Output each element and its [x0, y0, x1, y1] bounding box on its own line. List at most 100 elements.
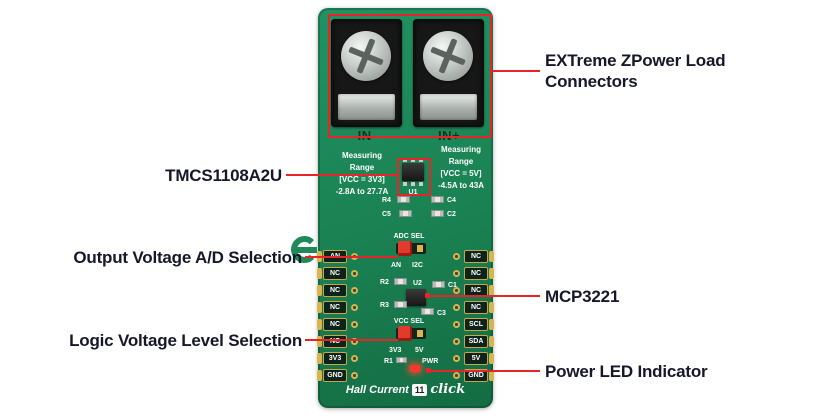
pin-row-nc: NC	[317, 318, 493, 331]
highlight-box-u1	[397, 158, 431, 196]
via-pad	[453, 287, 460, 294]
pin-label-nc: NC	[464, 267, 488, 280]
via-pad	[351, 287, 358, 294]
screw-terminal-icon	[423, 31, 473, 81]
power-led	[410, 365, 420, 372]
measuring-range-5v-line1: Measuring	[440, 145, 481, 154]
callout-load-connectors-line2: Connectors	[545, 72, 638, 91]
callout-line-mcp3221	[429, 295, 540, 297]
callout-line-power-led	[430, 370, 540, 372]
measuring-range-5v-line4: -4.5A to 43A	[438, 181, 484, 190]
pcb-board: IN- IN+ Measuring Range [VCC = 3V3] -2.8…	[317, 8, 494, 408]
via-pad	[453, 304, 460, 311]
pin-row-3v3: 3V3	[317, 352, 493, 365]
pin-pad	[317, 336, 322, 347]
pin-pad	[317, 268, 322, 279]
adc-sel-jumper	[396, 241, 426, 256]
pin-label-nc: NC	[323, 335, 347, 348]
c3-capacitor	[421, 308, 434, 315]
c5-capacitor	[399, 210, 412, 217]
u2-adc-chip	[406, 289, 426, 306]
pin-pad	[489, 353, 494, 364]
pin-row-5v: 5V	[318, 352, 494, 365]
u1-pins-top	[403, 158, 423, 162]
u1-ref-label: U1	[408, 189, 418, 196]
pin-row-gnd: GND	[318, 369, 494, 382]
via-pad	[351, 321, 358, 328]
vcc-sel-option-3v3: 3V3	[389, 347, 402, 354]
pin-row-scl: SCL	[318, 318, 494, 331]
pin-label-3v3: 3V3	[323, 352, 347, 365]
pin-row-nc: NC	[318, 267, 494, 280]
adc-sel-jumper-cap	[398, 241, 412, 256]
callout-line-vcc-sel	[305, 339, 398, 341]
pin-label-nc: NC	[323, 267, 347, 280]
pin-pad	[489, 370, 494, 381]
measuring-range-3v3-line4: -2.8A to 27.7A	[335, 187, 389, 196]
callout-line-connectors	[492, 70, 540, 72]
via-pad	[351, 372, 358, 379]
callout-load-connectors: EXTreme ZPower Load Connectors	[545, 50, 785, 92]
r2-ref-label: R2	[380, 279, 389, 286]
pin-label-5v: 5V	[464, 352, 488, 365]
via-pad	[453, 355, 460, 362]
pin-row-nc: NC	[317, 284, 493, 297]
callout-line-tmcs	[286, 174, 397, 176]
c2-ref-label: C2	[447, 211, 456, 218]
measuring-range-5v-line3: [VCC = 5V]	[440, 169, 482, 178]
terminal-clamp-plate	[338, 94, 395, 120]
u1-hall-sensor-chip	[402, 163, 424, 181]
pin-pad	[317, 302, 322, 313]
pin-pad	[489, 268, 494, 279]
pin-pad	[317, 370, 322, 381]
pin-label-nc: NC	[464, 250, 488, 263]
r1-resistor	[396, 357, 407, 363]
pin-label-gnd: GND	[323, 369, 347, 382]
pin-label-nc: NC	[323, 284, 347, 297]
pin-pad	[489, 302, 494, 313]
measuring-range-3v3-line1: Measuring	[341, 151, 382, 160]
r1-ref-label: R1	[384, 358, 393, 365]
pin-row-nc: NC	[317, 301, 493, 314]
callout-mcp3221: MCP3221	[545, 287, 620, 306]
measuring-range-5v-line2: Range	[448, 157, 474, 166]
pin-label-scl: SCL	[464, 318, 488, 331]
via-pad	[453, 321, 460, 328]
r2-resistor	[394, 278, 407, 285]
callout-dot-power-led	[426, 368, 431, 373]
pin-pad	[489, 336, 494, 347]
r4-ref-label: R4	[382, 197, 391, 204]
r4-resistor	[397, 196, 410, 203]
pin-label-gnd: GND	[464, 369, 488, 382]
u2-ref-label: U2	[413, 280, 422, 287]
pin-row-nc: NC	[318, 284, 494, 297]
c3-ref-label: C3	[437, 310, 446, 317]
c5-ref-label: C5	[382, 211, 391, 218]
callout-dot-mcp3221	[425, 293, 430, 298]
callout-line-adc-sel	[305, 256, 398, 258]
callout-tmcs1108a2u: TMCS1108A2U	[165, 166, 282, 185]
pin-row-nc: NC	[318, 250, 494, 263]
load-connector-negative	[331, 19, 402, 127]
via-pad	[351, 338, 358, 345]
in-positive-label: IN+	[437, 128, 461, 143]
pin-row-sda: SDA	[318, 335, 494, 348]
pin-row-gnd: GND	[317, 369, 493, 382]
c4-capacitor	[431, 196, 444, 203]
pin-label-nc: NC	[464, 301, 488, 314]
r3-ref-label: R3	[380, 302, 389, 309]
callout-power-led-indicator: Power LED Indicator	[545, 362, 708, 381]
callout-load-connectors-line1: EXTreme ZPower Load	[545, 51, 726, 70]
c4-ref-label: C4	[447, 197, 456, 204]
u1-pins-bottom	[403, 182, 423, 186]
pin-label-nc: NC	[323, 301, 347, 314]
board-title: Hall Current 11 click	[336, 382, 475, 397]
measuring-range-3v3-line2: Range	[349, 163, 375, 172]
board-title-number: 11	[411, 383, 428, 396]
vcc-sel-jumper-cap	[398, 326, 412, 341]
vcc-sel-option-5v: 5V	[415, 347, 424, 354]
pin-pad	[317, 285, 322, 296]
pin-pad	[317, 353, 322, 364]
pwr-label: PWR	[422, 358, 439, 365]
via-pad	[351, 355, 358, 362]
